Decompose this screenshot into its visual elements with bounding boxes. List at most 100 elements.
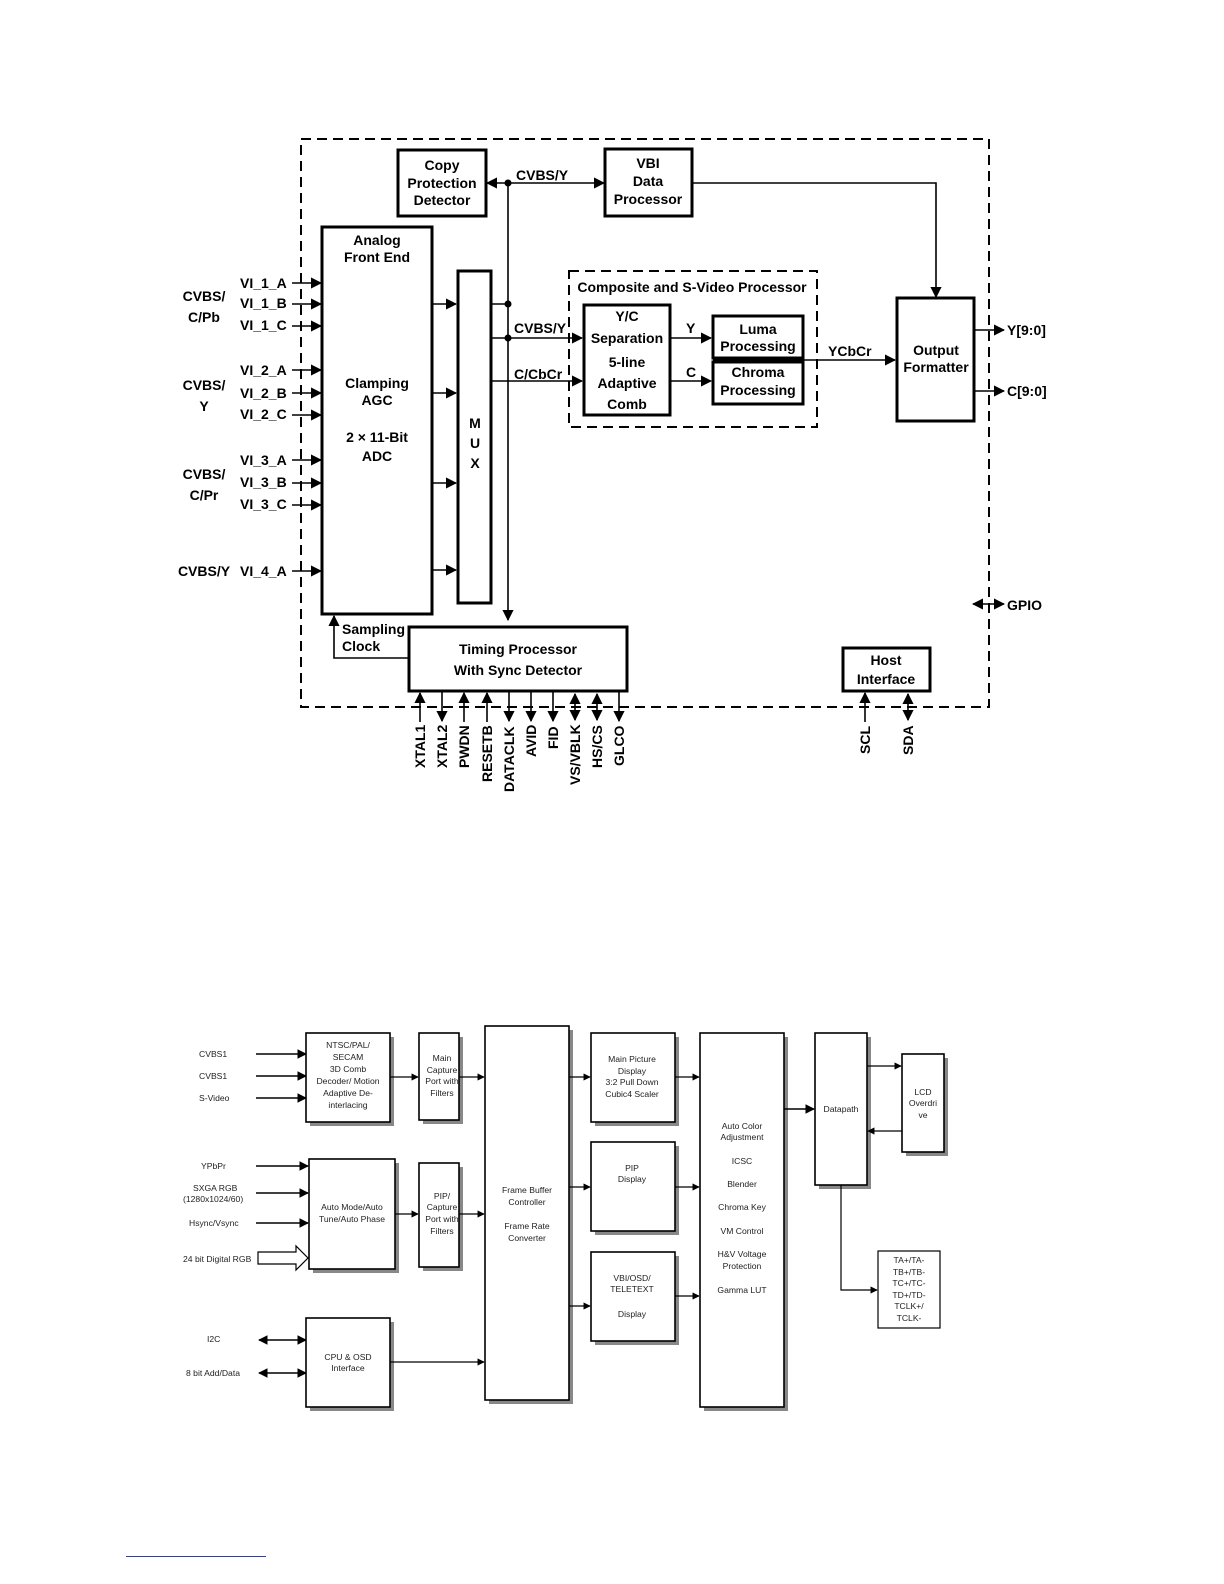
main-capture-block: [418, 1032, 460, 1121]
pin-pwdn: PWDN: [456, 725, 472, 768]
group2-label-2: Y: [199, 398, 209, 414]
group2-label-1: CVBS/: [183, 377, 226, 393]
mux-block: [456, 269, 493, 605]
pin-hscs: HS/CS: [589, 725, 605, 768]
frame-buffer-l5: Converter: [508, 1233, 546, 1243]
vbi-label-1: VBI: [636, 155, 659, 171]
cpu-osd-l1: CPU & OSD: [324, 1352, 371, 1362]
video-decoder-block-diagram: Copy Protection Detector VBI Data Proces…: [178, 138, 1047, 792]
ycbcr-label: YCbCr: [828, 343, 872, 359]
pip-display-text: PIP Display: [618, 1163, 647, 1184]
color-l12: H&V Voltage: [718, 1249, 767, 1259]
frame-buffer-l1: Frame Buffer: [502, 1185, 552, 1195]
decoder-l2: SECAM: [333, 1052, 364, 1062]
yc-label-4: Adaptive: [597, 375, 656, 391]
chroma-label-1: Chroma: [732, 364, 785, 380]
timing-processor-block: [407, 625, 629, 693]
pin-glco: GLCO: [611, 725, 627, 766]
pin-vi-1-c: VI_1_C: [240, 317, 287, 333]
color-processing-block: [699, 1032, 785, 1408]
vbi-label-2: Data: [633, 173, 664, 189]
pin-sda: SDA: [900, 725, 916, 755]
cvbs-y-top-label: CVBS/Y: [516, 167, 569, 183]
luma-processing-block: [711, 314, 805, 360]
decoder-l3: 3D Comb: [330, 1064, 367, 1074]
datapath-block: [814, 1032, 868, 1186]
main-capture-l4: Filters: [430, 1088, 453, 1098]
copy-protection-label-2: Protection: [407, 175, 476, 191]
chip-boundary: [300, 138, 990, 708]
host-interface-block: [841, 646, 932, 693]
pip-capture-text: PIP/ Capture Port with Filters: [425, 1191, 459, 1236]
vbi-osd-text: VBI/OSD/ TELETEXT Display: [610, 1273, 654, 1319]
copy-protection-label-3: Detector: [414, 192, 471, 208]
mux-m: M: [469, 415, 481, 431]
frame-buffer-l2: Controller: [508, 1197, 545, 1207]
host-label-1: Host: [870, 652, 901, 668]
lcd-overdrive-text: LCD Overdri ve: [909, 1087, 937, 1120]
pip-capture-l3: Port with: [425, 1214, 459, 1224]
input-ypbpr: YPbPr: [201, 1161, 226, 1171]
pin-vi-2-b: VI_2_B: [240, 385, 287, 401]
lcd-overdrive-block: [901, 1053, 945, 1153]
lcd-l3: ve: [918, 1110, 927, 1120]
pin-resetb: RESETB: [479, 725, 495, 782]
pin-vi-2-c: VI_2_C: [240, 406, 287, 422]
junction-mux: [504, 300, 512, 308]
pin-fid: FID: [545, 726, 561, 749]
pip-capture-block: [418, 1162, 460, 1268]
input-sxga: SXGA RGB: [193, 1183, 238, 1193]
lcd-l2: Overdri: [909, 1098, 937, 1108]
pip-capture-l4: Filters: [430, 1226, 453, 1236]
sampling-clock-label-2: Clock: [342, 638, 380, 654]
output-formatter-block: [895, 296, 976, 423]
lvds-output-block: [877, 1250, 941, 1329]
auto-mode-l1: Auto Mode/Auto: [321, 1202, 383, 1212]
junction-mid: [504, 334, 512, 342]
c-signal-label: C: [686, 364, 696, 380]
pin-vi-3-b: VI_3_B: [240, 474, 287, 490]
pip-display-block: [590, 1141, 676, 1232]
lvds-l5: TCLK+/: [894, 1301, 924, 1311]
sampling-clock-wire: [328, 614, 409, 659]
main-capture-l1: Main: [433, 1053, 452, 1063]
auto-mode-text: Auto Mode/Auto Tune/Auto Phase: [319, 1202, 385, 1224]
lvds-l4: TD+/TD-: [892, 1290, 925, 1300]
pip-capture-l1: PIP/: [434, 1191, 451, 1201]
decoder-l5: Adaptive De-: [323, 1088, 373, 1098]
lvds-text: TA+/TA- TB+/TB- TC+/TC- TD+/TD- TCLK+/ T…: [892, 1255, 925, 1323]
c-out-label: C[9:0]: [1007, 383, 1047, 399]
cvbs-y-mid-label: CVBS/Y: [514, 320, 567, 336]
afe-adc-2: ADC: [362, 448, 392, 464]
input-cvbs1-b: CVBS1: [199, 1071, 227, 1081]
color-l4: ICSC: [732, 1156, 753, 1166]
input-8bit: 8 bit Add/Data: [186, 1368, 240, 1378]
yc-label-3: 5-line: [609, 354, 646, 370]
vbi-label-3: Processor: [614, 191, 683, 207]
pin-vi-1-b: VI_1_B: [240, 295, 287, 311]
pin-vsvblk: VS/VBLK: [567, 724, 583, 785]
pip-display-l1: PIP: [625, 1163, 639, 1173]
pip-capture-l2: Capture: [427, 1202, 458, 1212]
input-svideo: S-Video: [199, 1093, 230, 1103]
junction-top: [504, 179, 512, 187]
main-capture-l3: Port with: [425, 1076, 459, 1086]
pin-vi-2-a: VI_2_A: [240, 362, 287, 378]
lvds-l3: TC+/TC-: [892, 1278, 925, 1288]
analog-front-end-block: [320, 225, 434, 616]
yc-label-1: Y/C: [615, 308, 638, 324]
pin-vi-3-a: VI_3_A: [240, 452, 287, 468]
afe-adc-1: 2 × 11-Bit: [346, 429, 408, 445]
mux-u: U: [470, 435, 480, 451]
y-signal-label: Y: [686, 320, 696, 336]
composite-processor-boundary: [568, 270, 818, 428]
composite-processor-title: Composite and S-Video Processor: [577, 279, 807, 295]
decoder-l6: interlacing: [328, 1100, 367, 1110]
lvds-l2: TB+/TB-: [893, 1267, 925, 1277]
decoder-block-text: NTSC/PAL/ SECAM 3D Comb Decoder/ Motion …: [316, 1040, 379, 1110]
group3-label-1: CVBS/: [183, 466, 226, 482]
input-cvbs1-a: CVBS1: [199, 1049, 227, 1059]
timing-label-1: Timing Processor: [459, 641, 578, 657]
input-sxga-res: (1280x1024/60): [183, 1194, 243, 1204]
color-l10: VM Control: [721, 1226, 764, 1236]
